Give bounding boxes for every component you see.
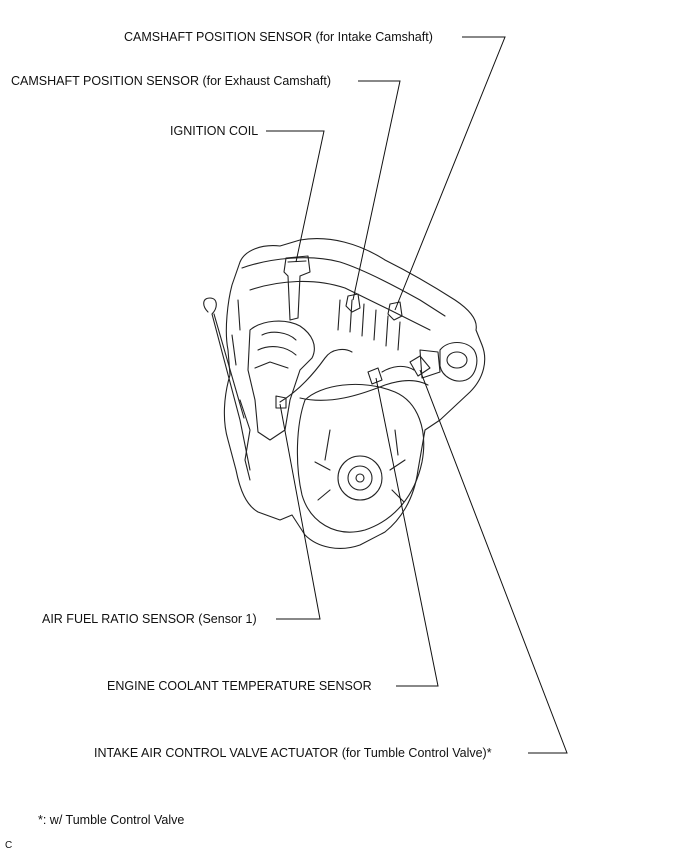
crankshaft-pulley — [337, 455, 383, 501]
leader-af-sensor — [276, 403, 321, 620]
leader-intake-valve — [419, 369, 568, 754]
exhaust-cam-sensor-body — [345, 293, 361, 313]
engine-block-outline — [223, 238, 486, 549]
intake-cam-sensor-body — [387, 301, 403, 321]
label-exhaust-cam-sensor: CAMSHAFT POSITION SENSOR (for Exhaust Ca… — [11, 74, 331, 88]
corner-mark: C — [5, 840, 13, 851]
throttle-body — [439, 341, 478, 382]
footnote: *: w/ Tumble Control Valve — [38, 813, 185, 827]
label-af-sensor-name: AIR FUEL RATIO SENSOR — [42, 612, 195, 626]
transmission-housing — [296, 383, 425, 533]
label-intake-air-valve-suffix: (for Tumble Control Valve)* — [341, 746, 492, 760]
label-intake-air-valve-name: INTAKE AIR CONTROL VALVE ACTUATOR — [94, 746, 339, 760]
label-af-sensor-suffix: (Sensor 1) — [198, 612, 257, 626]
leader-intake-cam — [394, 36, 506, 311]
dipstick — [203, 297, 251, 471]
exhaust-manifold — [247, 320, 315, 441]
leader-exhaust-cam — [352, 80, 401, 301]
af-sensor-harness — [279, 348, 353, 403]
label-intake-cam-sensor: CAMSHAFT POSITION SENSOR (for Intake Cam… — [124, 30, 433, 44]
leader-ect — [375, 377, 439, 687]
leader-ignition-coil — [266, 130, 325, 263]
label-ect-sensor: ENGINE COOLANT TEMPERATURE SENSOR — [107, 679, 372, 693]
label-intake-air-valve: INTAKE AIR CONTROL VALVE ACTUATOR (for T… — [94, 746, 492, 760]
ect-sensor-body — [367, 367, 383, 385]
label-af-sensor: AIR FUEL RATIO SENSOR (Sensor 1) — [42, 612, 257, 626]
label-ignition-coil: IGNITION COIL — [170, 124, 259, 138]
ignition-coil — [283, 255, 311, 321]
